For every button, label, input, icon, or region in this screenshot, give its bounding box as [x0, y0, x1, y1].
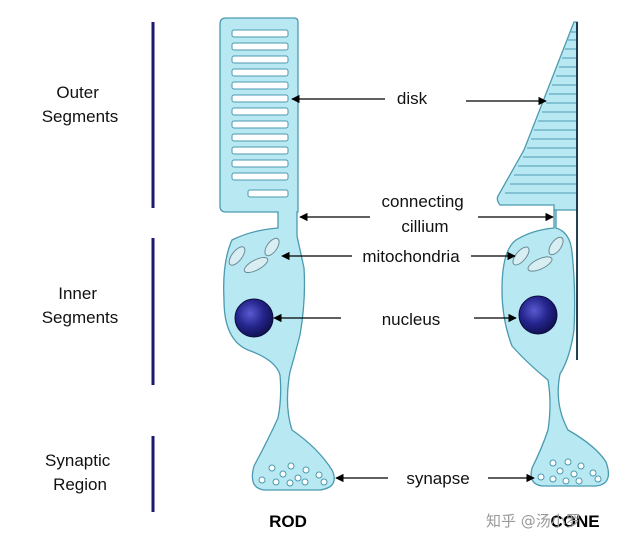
mitochondrion	[512, 246, 530, 266]
cone-nucleus	[518, 295, 558, 335]
mitochondrion	[243, 256, 269, 274]
mitochondrion	[548, 236, 564, 256]
rod-label: ROD	[269, 512, 307, 531]
synaptic-region-label: Synaptic Region	[45, 451, 115, 494]
rod-disk	[231, 81, 289, 90]
rod-disk	[231, 159, 289, 168]
inner-segments-label: Inner Segments	[42, 284, 119, 327]
cone-label: CONE	[550, 512, 599, 531]
disk-label: disk	[397, 89, 428, 108]
cone-outer-segment	[496, 21, 578, 211]
outer-segments-label: Outer Segments	[42, 83, 119, 126]
cone-cell	[496, 21, 610, 487]
rod-disk	[231, 29, 289, 38]
rod-disk	[231, 107, 289, 116]
mitochondrion	[527, 256, 553, 272]
rod-disk	[231, 146, 289, 155]
synapse-label: synapse	[406, 469, 469, 488]
rod-disk	[231, 120, 289, 129]
rod-disk	[231, 94, 289, 103]
rod-disk	[247, 189, 289, 198]
rod-disk	[231, 68, 289, 77]
rod-cell	[219, 17, 335, 491]
mitochondria-label: mitochondria	[362, 247, 460, 266]
mitochondrion	[228, 246, 246, 266]
rod-mitochondria	[228, 237, 280, 274]
watermark: 知乎 @汤小罗	[486, 512, 581, 530]
rod-nucleus	[234, 298, 274, 338]
rod-vesicles	[258, 462, 328, 487]
rod-disks	[231, 29, 289, 198]
nucleus-label: nucleus	[382, 310, 441, 329]
connecting-cillium-label: connecting cillium	[382, 192, 469, 236]
rod-disk	[231, 55, 289, 64]
rod-disk	[231, 133, 289, 142]
cone-disks	[505, 31, 576, 194]
cone-body	[501, 209, 610, 487]
rod-disk	[231, 172, 289, 181]
cone-mitochondria	[512, 236, 564, 272]
cone-vesicles	[537, 458, 602, 485]
rod-disk	[231, 42, 289, 51]
mitochondrion	[264, 237, 280, 257]
